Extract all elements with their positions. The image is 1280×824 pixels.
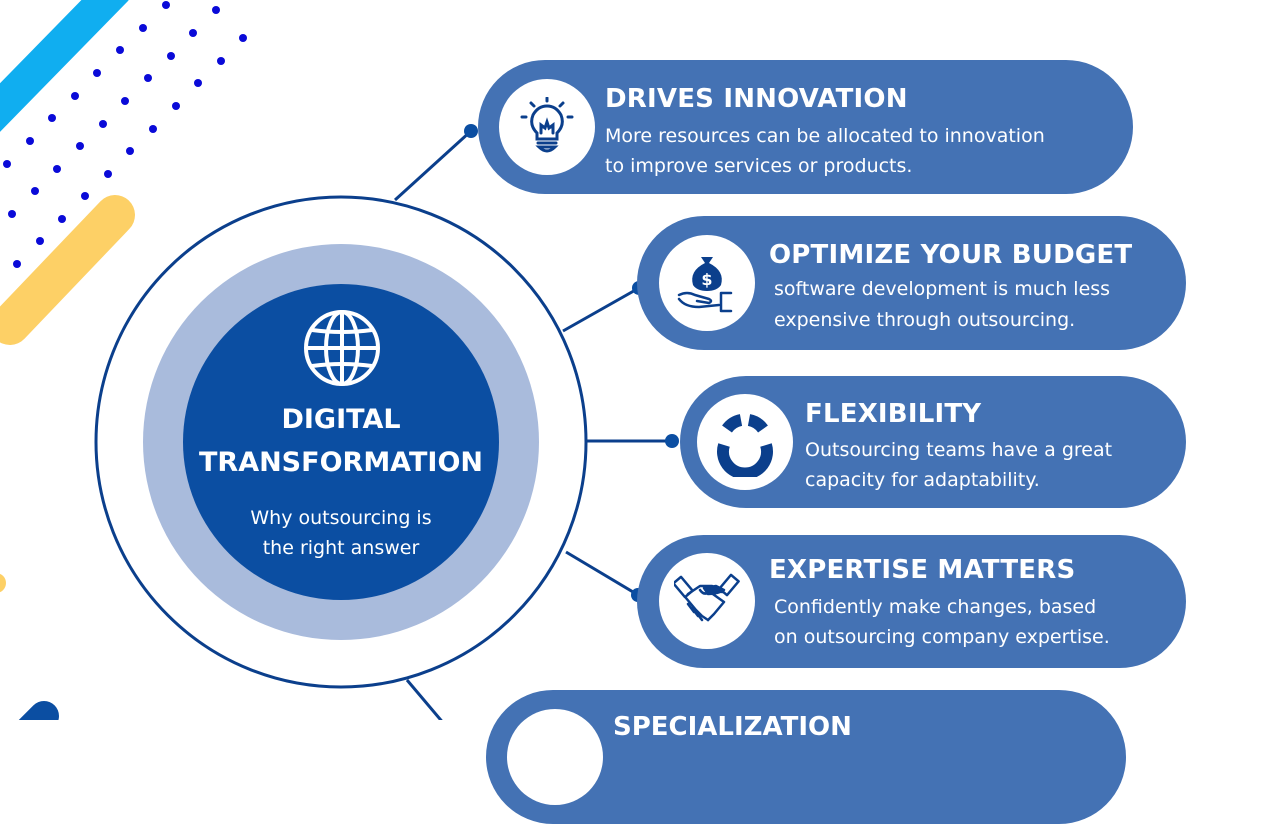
- benefit-desc-line2: expensive through outsourcing.: [774, 309, 1076, 331]
- benefit-title: FLEXIBILITY: [805, 399, 982, 429]
- connector-dot-3: [665, 434, 679, 448]
- center-subtitle-line1: Why outsourcing is: [250, 507, 432, 529]
- dot-pattern-decoration: [3, 1, 247, 268]
- connector-line-4: [565, 550, 639, 597]
- yellow-stripe-decoration: [0, 195, 135, 345]
- center-title-line1: DIGITAL: [281, 404, 401, 435]
- icon-badge: [507, 709, 603, 805]
- circular-arrows-icon: [717, 414, 773, 477]
- connector-line-1: [393, 129, 473, 202]
- benefit-desc-line2: to improve services or products.: [605, 155, 913, 177]
- benefit-card-optimize-budget: $ OPTIMIZE YOUR BUDGET software developm…: [637, 216, 1186, 350]
- benefit-title: EXPERTISE MATTERS: [769, 555, 1076, 585]
- benefit-desc-line1: Confidently make changes, based: [774, 596, 1097, 618]
- cyan-stripe-decoration: [0, 0, 129, 132]
- benefit-card-expertise-matters: EXPERTISE MATTERS Confidently make chang…: [637, 535, 1186, 668]
- center-title-line2: TRANSFORMATION: [198, 447, 483, 478]
- benefit-card-drives-innovation: DRIVES INNOVATION More resources can be …: [478, 60, 1133, 194]
- benefit-title: OPTIMIZE YOUR BUDGET: [769, 240, 1133, 270]
- svg-text:$: $: [701, 270, 712, 289]
- benefit-desc-line1: Outsourcing teams have a great: [805, 439, 1113, 461]
- lightbulb-icon: [520, 97, 574, 153]
- handshake-icon: [674, 573, 740, 622]
- benefit-title: DRIVES INNOVATION: [605, 84, 908, 114]
- icon-badge: [659, 553, 755, 649]
- icon-badge: [697, 394, 793, 490]
- yellow-dot-decoration: [0, 573, 6, 593]
- benefit-desc-line1: software development is much less: [774, 278, 1111, 300]
- benefit-desc-line2: capacity for adaptability.: [805, 469, 1040, 491]
- connector-line-5: [405, 679, 443, 720]
- benefit-desc-line2: on outsourcing company expertise.: [774, 626, 1110, 648]
- globe-icon: [304, 310, 380, 386]
- benefit-card-partial: SPECIALIZATION: [486, 690, 1126, 824]
- center-subtitle-line2: the right answer: [262, 537, 420, 559]
- decorative-background: [0, 0, 247, 720]
- icon-badge: [499, 79, 595, 175]
- connector-dot-1: [464, 124, 478, 138]
- connector-line-2: [562, 286, 640, 333]
- money-bag-hand-icon: $: [677, 257, 733, 313]
- benefit-card-flexibility: FLEXIBILITY Outsourcing teams have a gre…: [680, 376, 1186, 508]
- benefit-title: SPECIALIZATION: [613, 712, 852, 742]
- benefit-desc-line1: More resources can be allocated to innov…: [605, 125, 1045, 147]
- icon-badge: $: [659, 235, 755, 331]
